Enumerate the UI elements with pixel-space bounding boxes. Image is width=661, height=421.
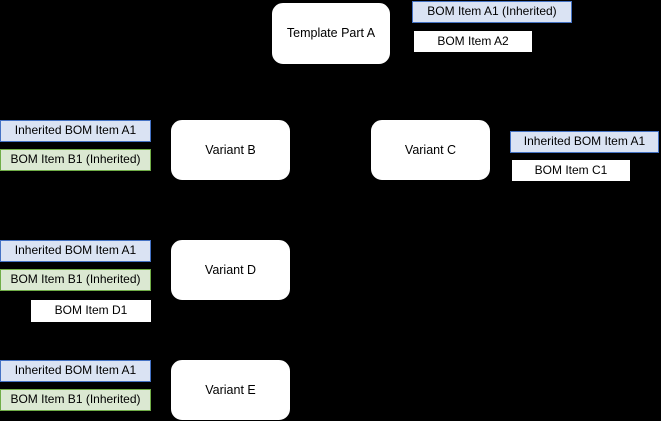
bom-item-a2[interactable]: BOM Item A2 [414,31,532,52]
bom-item-b1-inherited-variant-e[interactable]: BOM Item B1 (Inherited) [0,389,151,411]
part-card-label: Variant B [205,142,256,157]
bom-item-inherited-a1-variant-b[interactable]: Inherited BOM Item A1 [0,120,151,142]
part-card-variant-d[interactable]: Variant D [171,240,290,300]
bom-item-a1-inherited[interactable]: BOM Item A1 (Inherited) [412,1,572,23]
bom-item-label: BOM Item A1 (Inherited) [427,4,557,19]
part-card-label: Variant D [204,262,257,277]
bom-item-b1-inherited-variant-b[interactable]: BOM Item B1 (Inherited) [0,149,151,171]
part-card-variant-b[interactable]: Variant B [171,120,290,180]
bom-item-label: BOM Item C1 [534,162,608,177]
part-card-template-part-a[interactable]: Template Part A [272,3,390,64]
bom-item-b1-inherited-variant-d[interactable]: BOM Item B1 (Inherited) [0,269,151,291]
bom-item-inherited-a1-variant-d[interactable]: Inherited BOM Item A1 [0,240,151,262]
part-card-label: Template Part A [286,26,376,41]
part-card-variant-e[interactable]: Variant E [171,360,290,420]
part-card-label: Variant E [205,382,256,397]
bom-item-label: BOM Item B1 (Inherited) [10,392,141,407]
bom-item-label: Inherited BOM Item A1 [14,363,137,378]
bom-item-label: Inherited BOM Item A1 [14,123,137,138]
part-card-variant-c[interactable]: Variant C [371,120,490,180]
bom-item-label: BOM Item B1 (Inherited) [10,152,141,167]
bom-item-d1[interactable]: BOM Item D1 [31,300,151,322]
bom-item-label: Inherited BOM Item A1 [523,134,646,149]
bom-item-c1[interactable]: BOM Item C1 [512,160,630,181]
bom-item-label: BOM Item B1 (Inherited) [10,272,141,287]
part-card-label: Variant C [404,142,457,157]
bom-item-label: BOM Item A2 [437,33,509,48]
bom-item-inherited-a1-variant-e[interactable]: Inherited BOM Item A1 [0,360,151,382]
bom-item-label: Inherited BOM Item A1 [14,243,137,258]
bom-item-label: BOM Item D1 [54,303,128,318]
bom-item-inherited-a1-variant-c[interactable]: Inherited BOM Item A1 [510,131,659,153]
